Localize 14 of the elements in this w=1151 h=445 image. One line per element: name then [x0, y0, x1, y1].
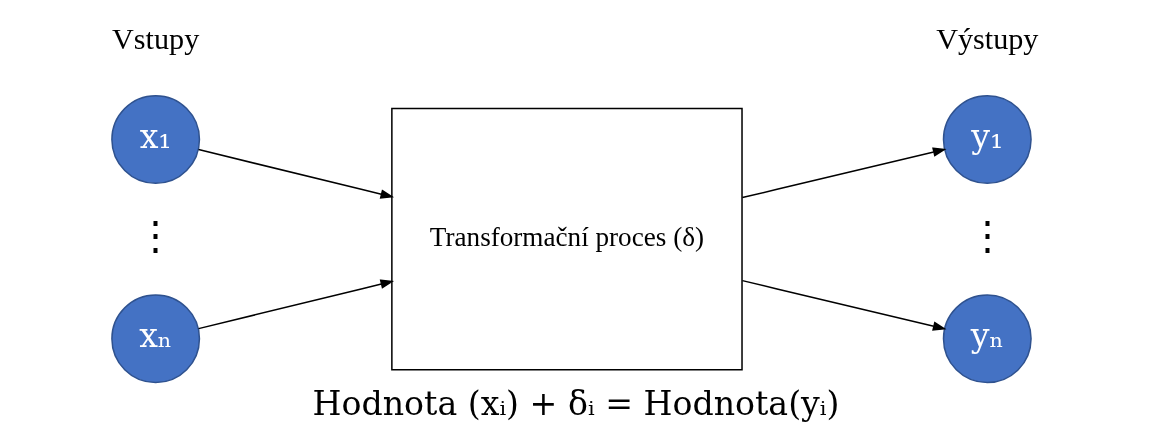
arrow — [741, 147, 946, 199]
node-circle: x₁ — [110, 94, 200, 184]
node-circle: xₙ — [110, 294, 200, 384]
caption: Hodnota (xᵢ) + δᵢ = Hodnota(yᵢ) — [312, 384, 839, 424]
label: Výstupy — [935, 21, 1038, 56]
label: ⋮ — [967, 213, 1007, 257]
node-box: Transformační proces (δ) — [390, 107, 743, 371]
node-circle: y₁ — [942, 94, 1032, 184]
node-circle: yₙ — [942, 294, 1032, 384]
label: ⋮ — [135, 213, 175, 257]
label: Vstupy — [111, 21, 199, 56]
arrow — [197, 148, 394, 199]
arrow — [197, 279, 394, 330]
arrow — [741, 279, 946, 331]
